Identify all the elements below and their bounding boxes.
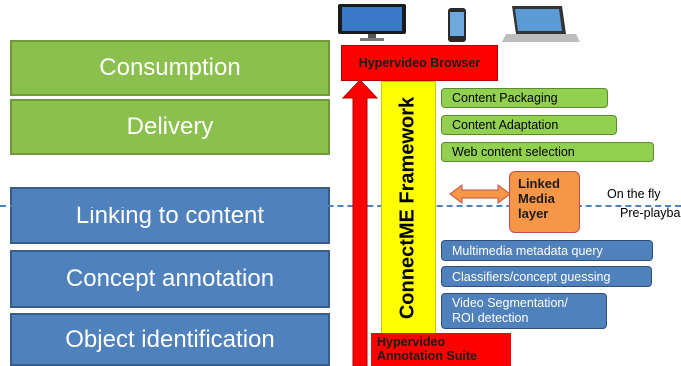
smartphone-icon (448, 8, 466, 42)
linked-media-line-3: layer (518, 206, 549, 221)
hypervideo-browser-label: Hypervideo Browser (358, 56, 481, 70)
video-segmentation-line-2: ROI detection (452, 311, 529, 325)
annotation-suite-box: Hypervideo Annotation Suite (371, 333, 511, 366)
linking-layer: Linking to content (10, 187, 330, 244)
concept-layer: Concept annotation (10, 250, 330, 308)
hypervideo-browser-box: Hypervideo Browser (341, 45, 498, 81)
content-adaptation-box: Content Adaptation (441, 115, 617, 135)
double-arrow-icon (449, 184, 511, 204)
playback-divider (0, 205, 681, 207)
object-layer: Object identification (10, 313, 330, 366)
linked-media-line-1: Linked (518, 176, 560, 191)
pre-playback-label: Pre-playback (620, 206, 681, 220)
upward-arrow (341, 79, 379, 366)
video-segmentation-line-1: Video Segmentation/ (452, 296, 568, 310)
laptop-icon (502, 6, 580, 42)
consumption-label: Consumption (99, 54, 241, 81)
web-content-selection-box: Web content selection (441, 142, 654, 162)
delivery-layer: Delivery (10, 99, 330, 155)
classifiers-concept-guessing-box: Classifiers/concept guessing (441, 266, 652, 287)
video-segmentation-box: Video Segmentation/ ROI detection (441, 293, 607, 329)
linked-media-line-2: Media (518, 191, 555, 206)
connectme-framework-bar (381, 81, 436, 335)
delivery-label: Delivery (126, 113, 214, 140)
annotation-suite-line-1: Hypervideo (377, 335, 446, 349)
multimedia-metadata-query-box: Multimedia metadata query (441, 240, 653, 261)
consumption-layer: Consumption (10, 40, 330, 96)
connectme-framework-label: ConnectME Framework (396, 96, 419, 320)
devices-illustration (330, 0, 590, 44)
annotation-suite-line-2: Annotation Suite (377, 349, 477, 363)
content-packaging-box: Content Packaging (441, 88, 608, 108)
linked-media-layer-box: Linked Media layer (509, 171, 580, 233)
tv-icon (338, 4, 406, 41)
devices-svg (338, 4, 580, 42)
on-the-fly-label: On the fly (607, 187, 661, 201)
concept-label: Concept annotation (65, 265, 275, 292)
object-label: Object identification (65, 325, 275, 353)
